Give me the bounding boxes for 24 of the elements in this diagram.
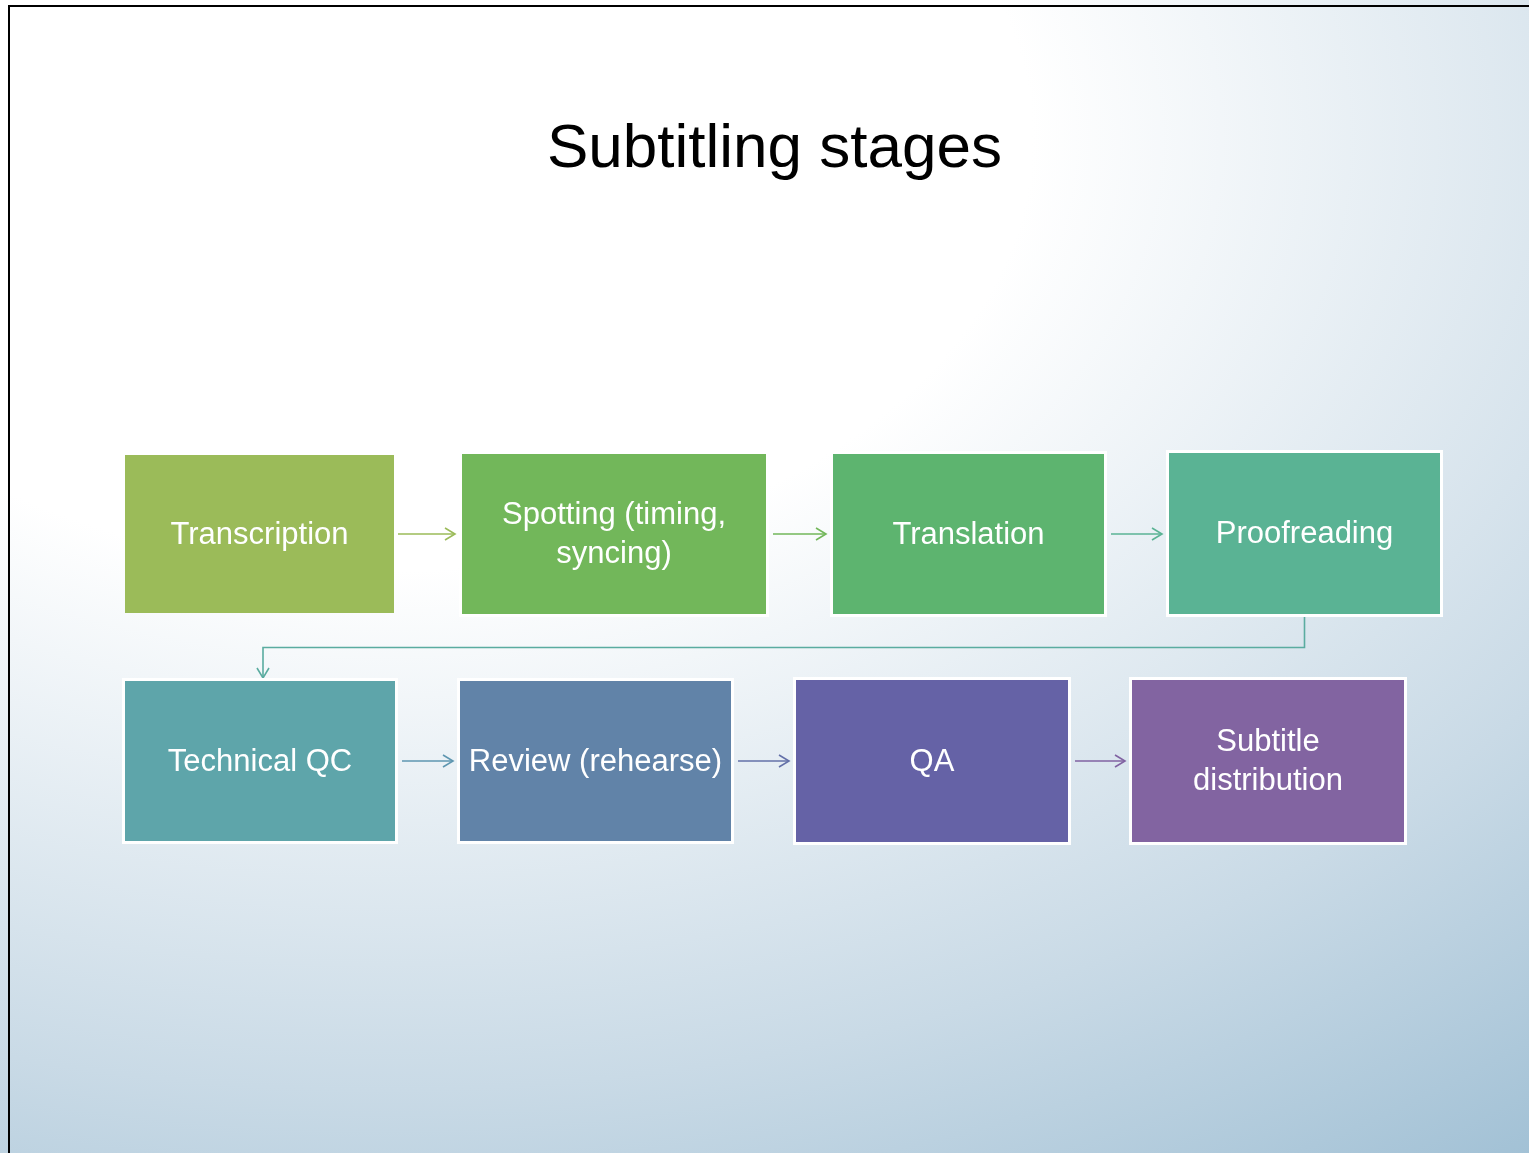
arrow <box>256 616 1306 679</box>
process-box <box>125 455 394 613</box>
step-label: Review (rehearse) <box>468 741 723 780</box>
process-box <box>830 451 1107 617</box>
step-label: Subtitle distribution <box>1192 722 1344 799</box>
step-label: Technical QC <box>167 741 353 780</box>
step-label: Translation <box>892 514 1045 553</box>
step-label: Transcription <box>170 514 349 553</box>
process-box <box>122 678 398 844</box>
arrow <box>737 754 790 768</box>
process-box <box>1166 450 1443 617</box>
step-label: QA <box>909 741 955 780</box>
slide-title: Subtitling stages <box>546 110 1003 181</box>
step-label: Spotting (timing, syncing) <box>501 495 727 572</box>
arrow <box>397 527 456 541</box>
process-box <box>793 677 1071 845</box>
arrow <box>1074 754 1126 768</box>
arrow <box>401 754 454 768</box>
arrow <box>1110 527 1163 541</box>
arrow <box>772 527 827 541</box>
step-label: Proofreading <box>1215 514 1394 553</box>
process-box <box>459 451 769 617</box>
process-box <box>457 678 734 844</box>
process-box <box>1129 677 1407 845</box>
